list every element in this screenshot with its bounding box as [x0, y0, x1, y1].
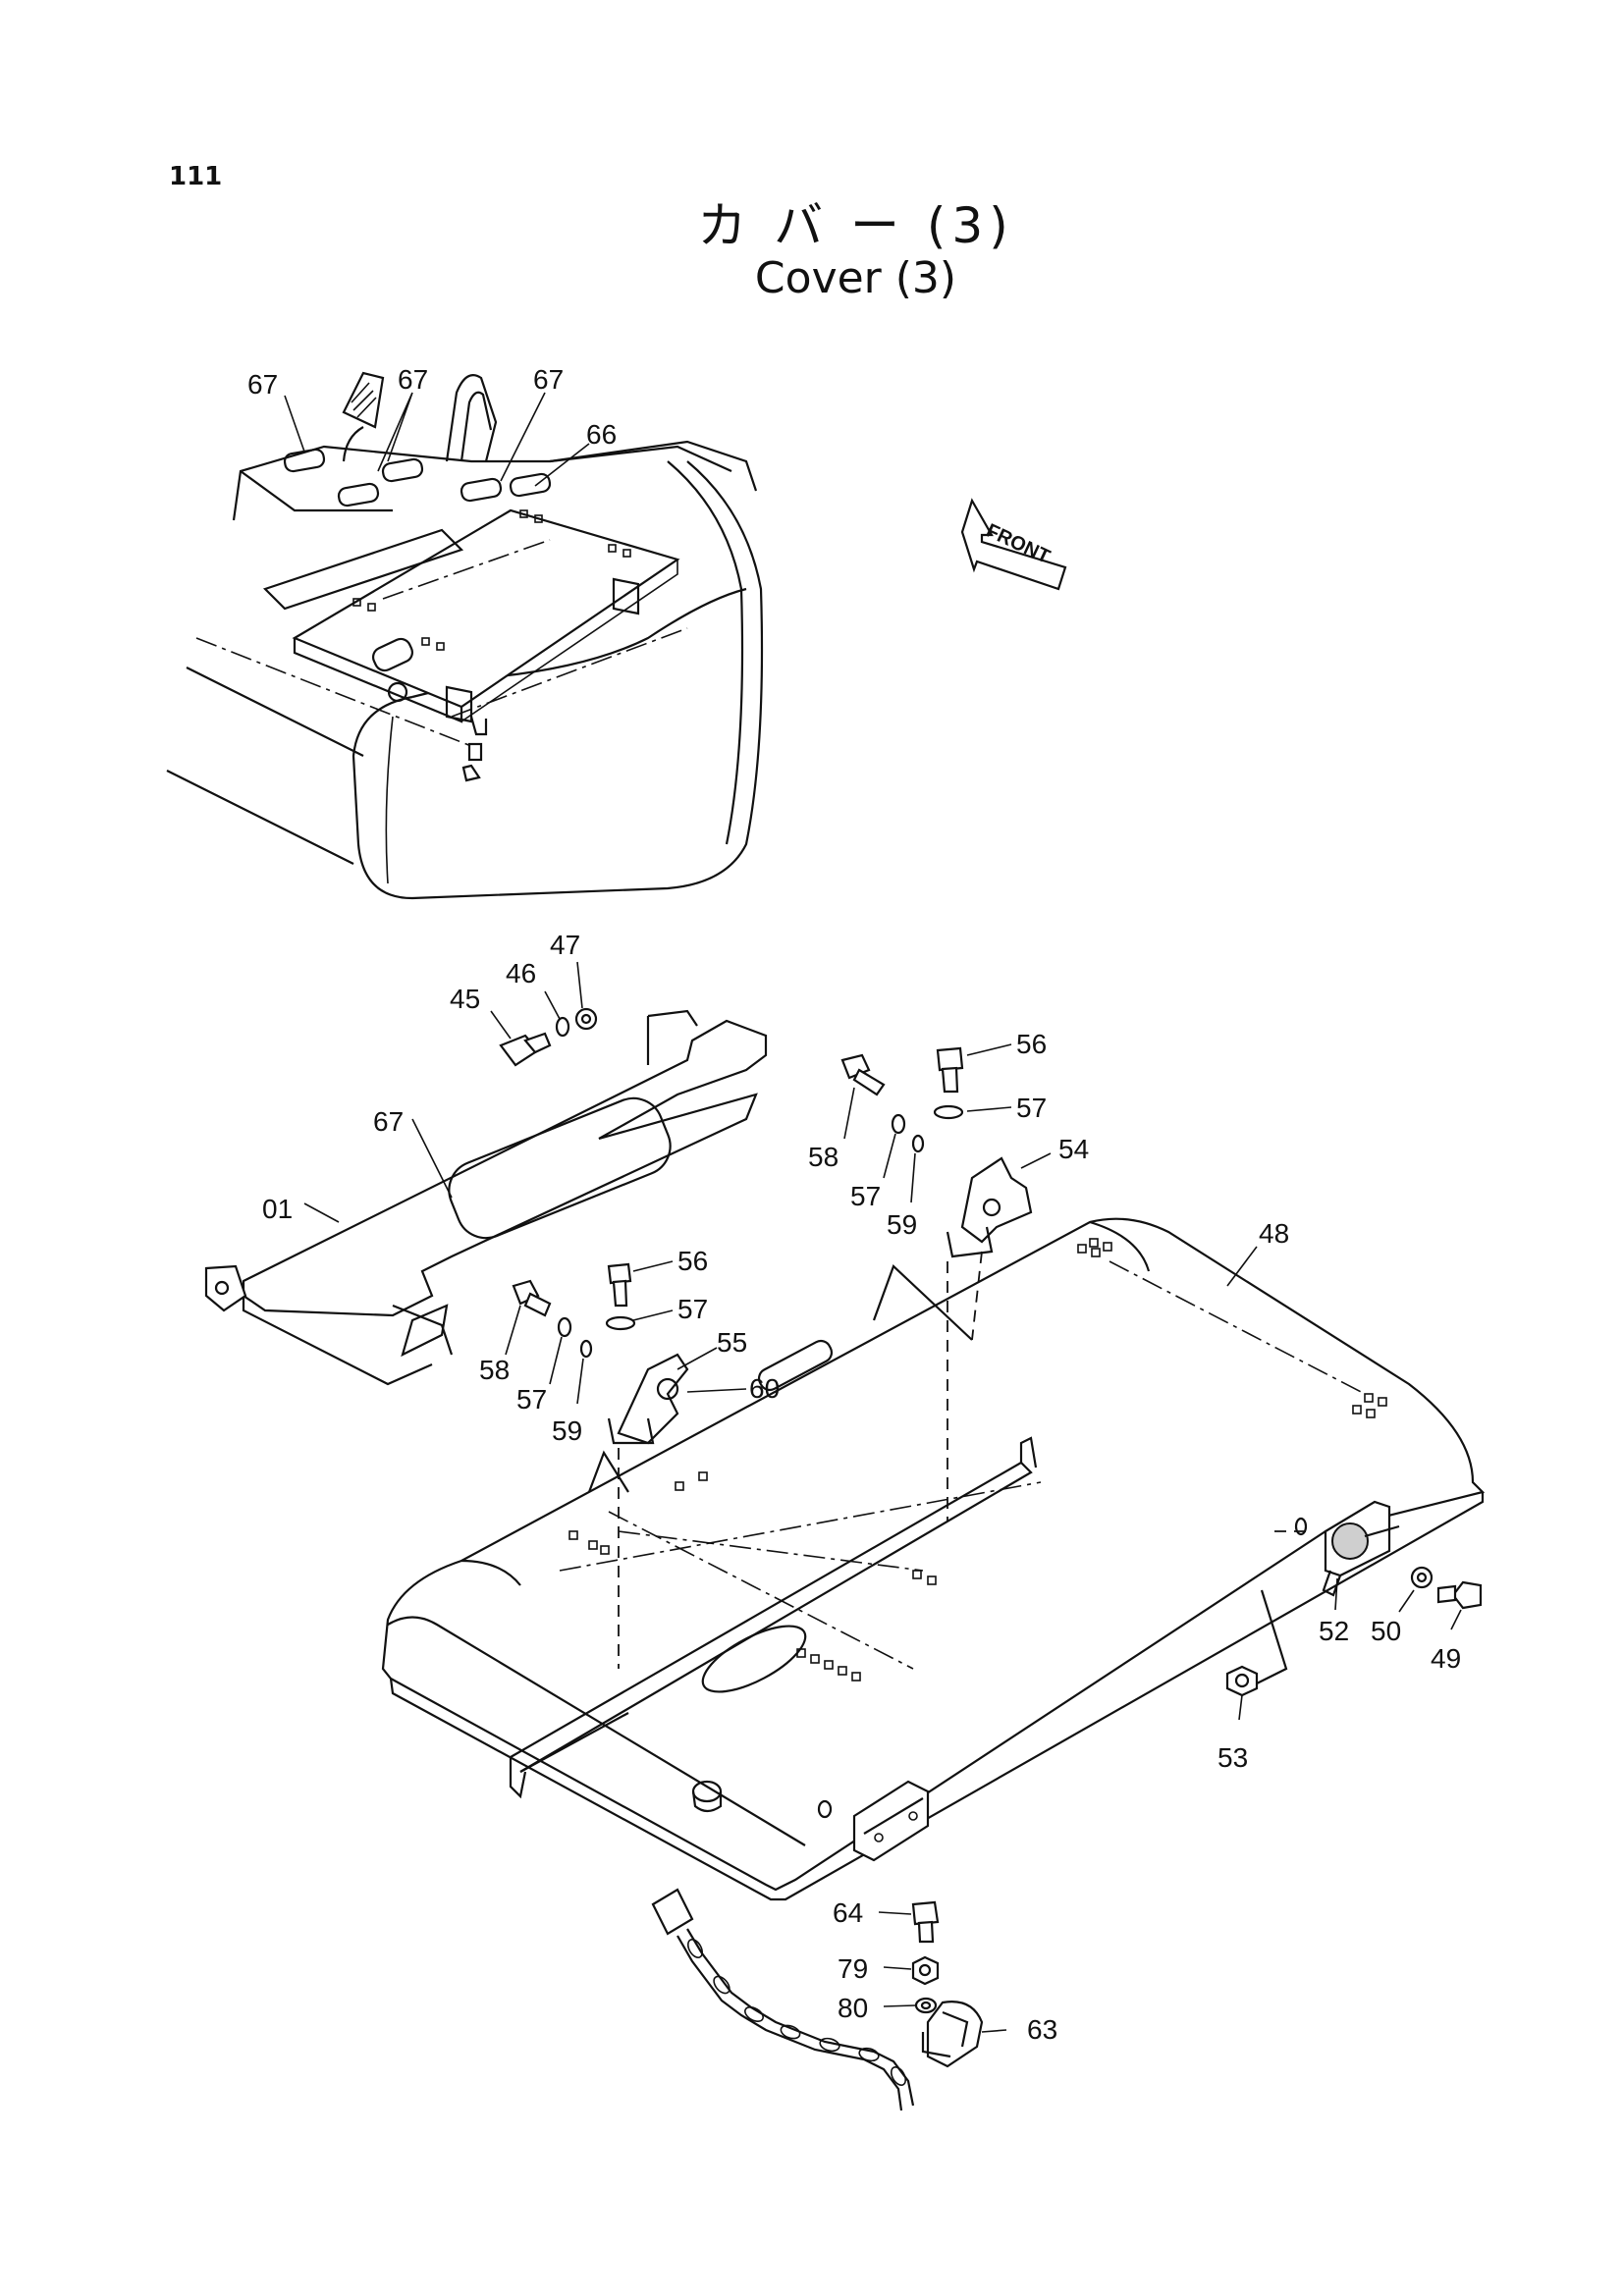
callout-79: 79: [838, 1953, 868, 1984]
knob-icon: [691, 1780, 723, 1813]
callout-58-right: 58: [808, 1142, 839, 1172]
callout-63: 63: [1027, 2014, 1057, 2045]
bolt-49-icon: [1436, 1580, 1483, 1610]
callout-60: 60: [749, 1373, 780, 1404]
callout-57-right-upper: 57: [1016, 1093, 1047, 1123]
callout-56-right: 56: [1016, 1029, 1047, 1059]
bolt-58-right-icon: [840, 1053, 886, 1096]
title-japanese: カ バ ー (3): [697, 197, 1014, 254]
bolt-58-left-icon: [512, 1279, 552, 1317]
bolt-56-left-icon: [607, 1262, 632, 1308]
callout-48: 48: [1259, 1218, 1289, 1249]
callout-01: 01: [262, 1194, 293, 1224]
washer-47-icon: [574, 1007, 598, 1031]
title-english: Cover (3): [754, 253, 957, 303]
callout-56-left: 56: [677, 1246, 708, 1276]
callout-57-left-lower: 57: [516, 1384, 547, 1415]
callout-59-left: 59: [552, 1415, 582, 1446]
callout-57-left-upper: 57: [677, 1294, 708, 1324]
latch-right-54: [872, 1156, 1033, 1522]
overview-assembly: [166, 371, 764, 900]
callout-58-left: 58: [479, 1355, 510, 1385]
nut-79-icon: [911, 1955, 940, 1986]
callout-67-top-a: 67: [247, 369, 278, 400]
callout-52: 52: [1319, 1616, 1349, 1646]
main-cover-48: [381, 1217, 1486, 1901]
callout-80: 80: [838, 1993, 868, 2023]
callout-45: 45: [450, 984, 480, 1014]
washer-80-icon: [914, 1997, 938, 2014]
washer-50-icon: [1410, 1566, 1434, 1589]
callout-53: 53: [1217, 1742, 1248, 1773]
chain-icon: [651, 1888, 915, 2111]
washer-57-left-b-icon: [557, 1316, 572, 1338]
washer-57-left-icon: [605, 1315, 636, 1331]
bolt-45-icon: [499, 1032, 552, 1067]
bolt-56-right-icon: [936, 1046, 964, 1094]
pin-59-right-icon: [911, 1134, 925, 1153]
pin-59-left-icon: [579, 1339, 593, 1359]
callout-67-top-c: 67: [533, 364, 564, 395]
callout-64: 64: [833, 1897, 863, 1928]
callout-55: 55: [717, 1327, 747, 1358]
bolt-64-icon: [911, 1900, 940, 1944]
latch-left-55: [587, 1353, 689, 1669]
page-number: 111: [169, 162, 223, 191]
callout-57-right-lower: 57: [850, 1181, 881, 1211]
callout-66: 66: [586, 419, 617, 450]
washer-57-right-icon: [933, 1104, 964, 1120]
callout-49: 49: [1431, 1643, 1461, 1674]
bracket-63-icon: [921, 2001, 984, 2068]
callout-67-top-b: 67: [398, 364, 428, 395]
bracket-plate-01: [204, 1009, 768, 1386]
lock-52: [1267, 1500, 1400, 1597]
callout-67: 67: [373, 1106, 404, 1137]
arrow-front-icon: FRONT: [960, 498, 1067, 591]
washer-57-right-b-icon: [891, 1113, 906, 1135]
washer-46-icon: [555, 1016, 570, 1038]
callout-47: 47: [550, 930, 580, 960]
nut-53-icon: [1225, 1665, 1259, 1697]
callout-54: 54: [1058, 1134, 1089, 1164]
callout-50: 50: [1371, 1616, 1401, 1646]
callout-46: 46: [506, 958, 536, 988]
callout-59-right: 59: [887, 1209, 917, 1240]
hinge-icon: [852, 1780, 930, 1862]
